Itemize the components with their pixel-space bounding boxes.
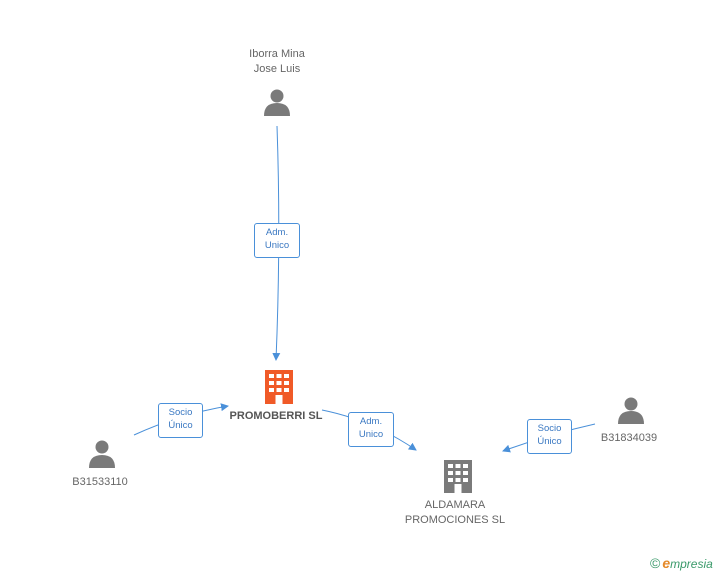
- brand-name: mpresia: [670, 557, 713, 571]
- node-label-b31533110[interactable]: B31533110: [72, 476, 128, 488]
- empresia-logo[interactable]: ©empresia: [650, 555, 713, 571]
- edge-label-line: Único: [168, 420, 193, 431]
- person-icon[interactable]: [89, 440, 115, 469]
- edge-label-line: Socio: [168, 407, 193, 418]
- node-label-line: PROMOCIONES SL: [404, 514, 506, 526]
- node-label-b31834039[interactable]: B31834039: [600, 432, 658, 444]
- copyright-icon: ©: [650, 555, 661, 571]
- node-label-aldamara[interactable]: ALDAMARA PROMOCIONES SL: [395, 498, 515, 528]
- person-icon[interactable]: [618, 397, 644, 425]
- edge-label-line: Unico: [358, 429, 384, 440]
- node-label-line: Jose Luis: [253, 63, 301, 75]
- edge-label-socio-unico[interactable]: Socio Único: [527, 419, 572, 454]
- node-label-iborra[interactable]: Iborra Mina Jose Luis: [227, 47, 327, 77]
- node-label-line: ALDAMARA: [424, 499, 486, 511]
- edge-label-line: Adm.: [359, 416, 383, 427]
- building-icon[interactable]: [444, 460, 472, 493]
- edge-label-socio-unico[interactable]: Socio Único: [158, 403, 203, 438]
- edge-label-line: Unico: [264, 240, 290, 251]
- edge-label-line: Socio: [537, 423, 562, 434]
- building-icon[interactable]: [265, 370, 293, 404]
- node-label-promoberri[interactable]: PROMOBERRI SL: [229, 410, 323, 422]
- node-label-line: Iborra Mina: [249, 48, 305, 60]
- edge-label-adm-unico[interactable]: Adm. Unico: [348, 412, 394, 447]
- person-icon[interactable]: [264, 89, 290, 117]
- brand-initial: e: [662, 555, 671, 571]
- edge-label-line: Único: [537, 436, 562, 447]
- edge-label-adm-unico[interactable]: Adm. Unico: [254, 223, 300, 258]
- edge-label-line: Adm.: [265, 227, 289, 238]
